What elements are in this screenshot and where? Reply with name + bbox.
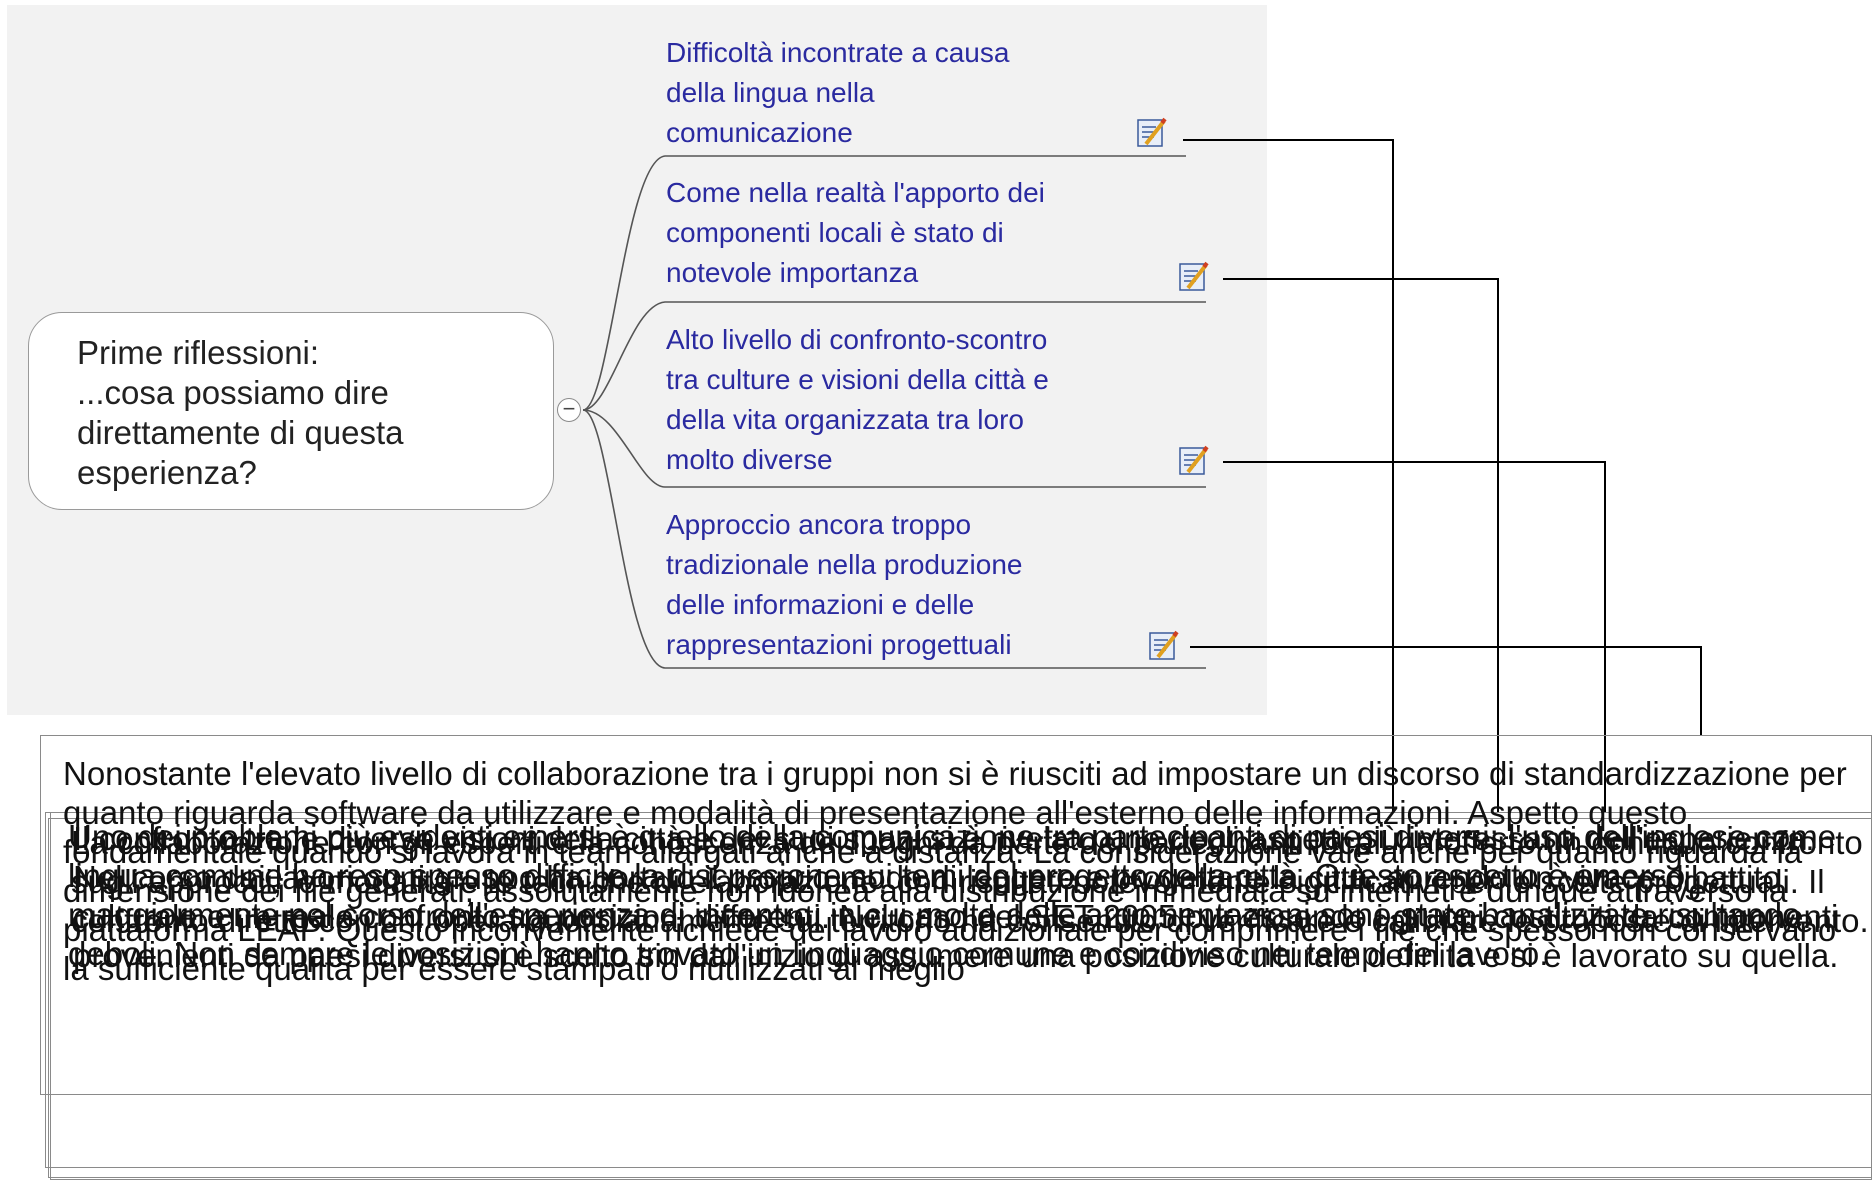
note-text: Nonostante l'elevato livello di collabor…: [63, 755, 1847, 987]
note-text: Uno dei problemi più evidenti emersi è q…: [68, 818, 1837, 972]
note-icon[interactable]: [1148, 630, 1180, 662]
central-topic[interactable]: Prime riflessioni: ...cosa possiamo dire…: [28, 312, 554, 510]
note-icon[interactable]: [1178, 445, 1210, 477]
note-callout-1: Uno dei problemi più evidenti emersi è q…: [45, 812, 1872, 1168]
branch-topic-traditional-approach[interactable]: Approccio ancora troppo tradizionale nel…: [666, 509, 1023, 660]
central-topic-label: Prime riflessioni: ...cosa possiamo dire…: [77, 334, 404, 491]
branch-topic-local-members[interactable]: Come nella realtà l'apporto dei componen…: [666, 177, 1045, 288]
collapse-toggle-icon[interactable]: −: [557, 398, 581, 422]
note-icon[interactable]: [1178, 261, 1210, 293]
branch-topic-cultures[interactable]: Alto livello di confronto-scontro tra cu…: [666, 324, 1049, 475]
branch-topic-language[interactable]: Difficoltà incontrate a causa della ling…: [666, 37, 1010, 148]
note-icon[interactable]: [1136, 117, 1168, 149]
note-callout-4: Nonostante l'elevato livello di collabor…: [40, 735, 1872, 1095]
